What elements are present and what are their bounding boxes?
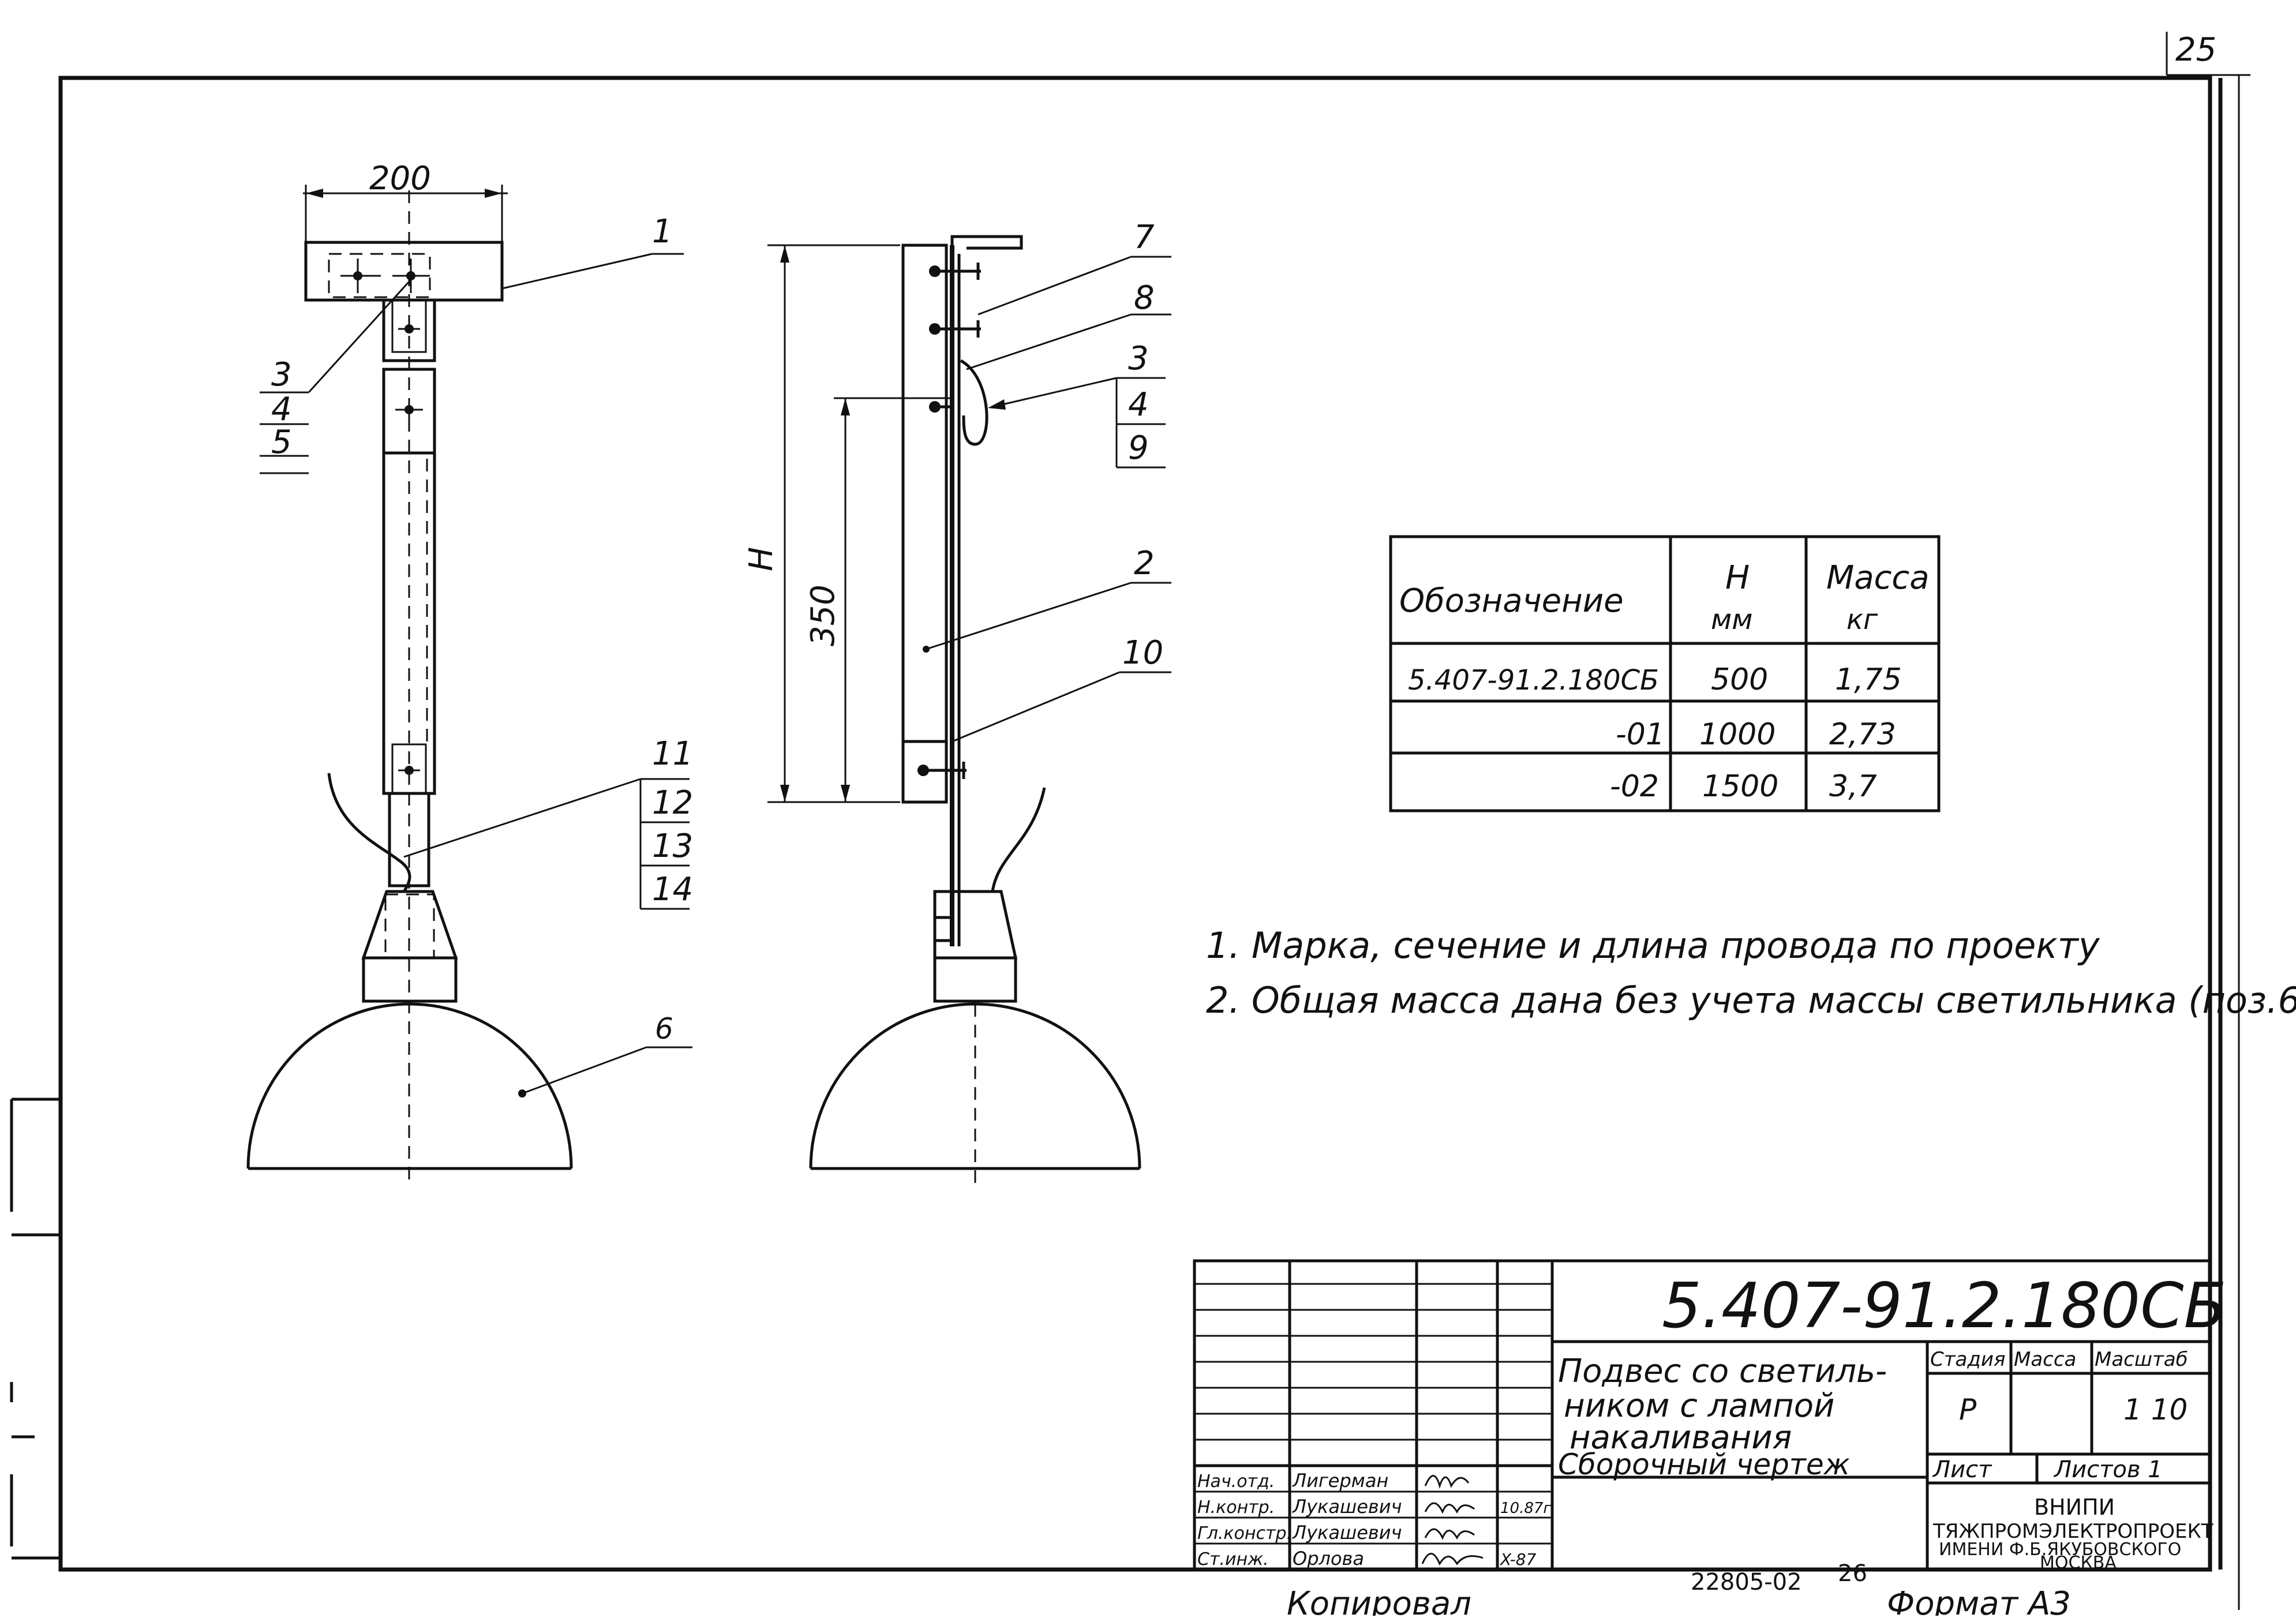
signature-role: Н.контр. [1197,1497,1275,1518]
org-line: ВНИПИ [2034,1495,2115,1520]
bolt-upper [929,263,981,280]
callout-14: 14 [652,871,693,908]
table-row-mass: 3,7 [1829,769,1877,804]
org-line: ИМЕНИ Ф.Б.ЯКУБОВСКОГО [1939,1540,2181,1560]
side-view: H 350 [743,219,1171,1189]
stamp-number: 22805-02 [1691,1569,1802,1595]
callout-2: 2 [1134,545,1155,582]
table-row-h: 1000 [1699,717,1776,752]
sheet-label: Лист [1932,1456,1992,1483]
callout-7: 7 [1134,219,1155,256]
stage-value: Р [1959,1393,1977,1426]
signature-role: Гл.констр. [1197,1523,1292,1544]
callout-6: 6 [655,1012,673,1046]
signature-role: Нач.отд. [1197,1471,1275,1492]
signature-name: Лукашевич [1292,1522,1402,1544]
page-number: 25 [2175,31,2216,69]
callout-1: 1 [652,213,673,250]
bolt-lower [929,401,952,413]
variants-table: Обозначение Н мм Масса кг 5.407-91.2.180… [1389,535,1941,812]
callout-10: 10 [1122,634,1163,672]
stage-header: Стадия [1930,1348,2005,1371]
header-mass-unit: кг [1846,604,1878,636]
signature-name: Орлова [1293,1548,1364,1570]
callout-13: 13 [652,827,693,865]
header-designation: Обозначение [1399,582,1624,620]
sheets-label: Листов 1 [2053,1456,2163,1483]
title-line: Подвес со светиль- [1558,1353,1887,1390]
signature-date: 10.87г [1500,1500,1551,1517]
callout-4: 4 [271,391,292,428]
copied-label: Копировал [1287,1585,1471,1616]
table-row-designation: -02 [1610,769,1659,804]
mass-header: Масса [2014,1348,2076,1371]
dimension-350: 350 [804,585,842,646]
org-line: ТЯЖПРОМЭЛЕКТРОПРОЕКТ [1932,1520,2213,1543]
header-mass: Масса [1826,559,1930,597]
format-label: Формат А3 [1887,1585,2071,1616]
signature-name: Лигерман [1292,1470,1388,1492]
org-line: МОСКВА [2040,1553,2117,1573]
sheet-frame [10,32,2250,1610]
document-code: 5.407-91.2.180СБ [1662,1270,2227,1342]
dimension-200: 200 [369,160,431,197]
table-row-designation: 5.407-91.2.180СБ [1408,664,1659,696]
header-h: Н [1725,559,1750,597]
table-row-designation: -01 [1616,717,1665,752]
signature-role: Ст.инж. [1197,1549,1269,1570]
signature-mark [1421,1553,1484,1566]
title-line: Сборочный чертеж [1558,1448,1850,1481]
callout-5: 5 [271,424,292,461]
title-block: 5.407-91.2.180СБ Подвес со светиль- нико… [1193,1259,2227,1573]
title-line: ником с лампой [1564,1387,1834,1425]
callout-4-side: 4 [1128,386,1149,424]
dimension-h: H [743,547,780,571]
table-row-h: 500 [1711,662,1768,697]
signature-mark [1424,1528,1475,1540]
scale-header: Масштаб [2095,1348,2188,1371]
scale-value: 1 10 [2123,1393,2188,1426]
callout-11: 11 [652,735,693,773]
note-1: 1. Марка, сечение и длина провода по про… [1206,924,2100,967]
signature-date: X-87 [1499,1550,1537,1569]
signature-mark [1424,1502,1475,1514]
header-h-unit: мм [1711,604,1752,636]
stamp-sheet: 26 [1838,1560,1867,1587]
callout-9: 9 [1128,429,1149,467]
callout-3: 3 [271,356,292,394]
callout-8: 8 [1134,279,1155,317]
title-line: накаливания [1570,1419,1792,1456]
bolt-middle [929,320,981,338]
table-row-mass: 1,75 [1835,662,1902,697]
front-view: 200 [246,160,693,1183]
note-2: 2. Общая масса дана без учета массы свет… [1206,979,2296,1021]
signature-mark [1424,1475,1470,1489]
table-row-mass: 2,73 [1829,717,1896,752]
signature-name: Лукашевич [1292,1496,1402,1518]
table-row-h: 1500 [1702,769,1778,804]
callout-12: 12 [652,784,693,822]
callout-3-side: 3 [1128,340,1149,377]
